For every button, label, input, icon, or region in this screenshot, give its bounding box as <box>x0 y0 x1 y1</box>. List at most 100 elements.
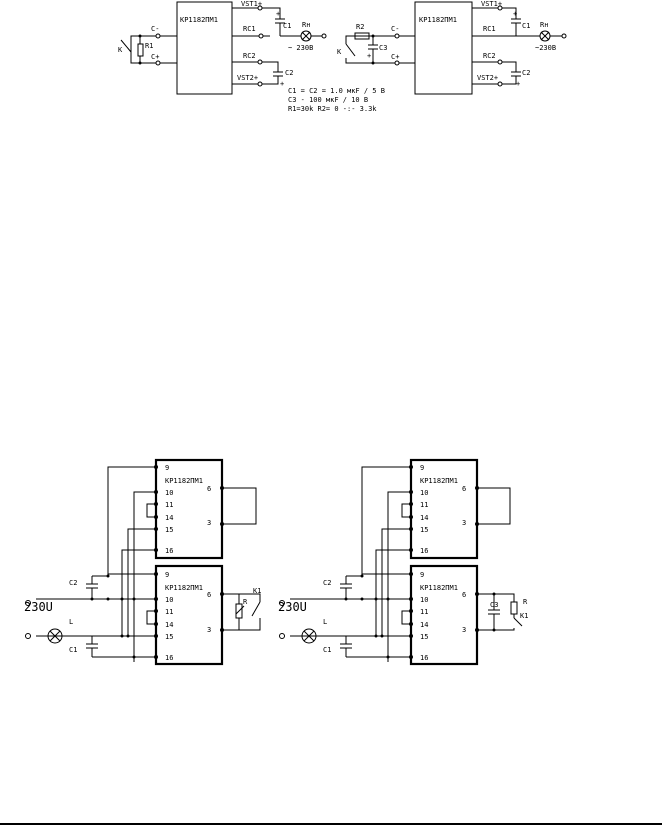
svg-text:6: 6 <box>462 485 466 493</box>
pin-c-plus <box>155 60 161 66</box>
label-c-plus: C+ <box>151 53 159 61</box>
svg-text:+: + <box>276 10 280 18</box>
switch-k1 <box>513 617 523 627</box>
svg-text:15: 15 <box>420 633 428 641</box>
svg-text:3: 3 <box>207 626 211 634</box>
resistor-r2 <box>354 32 370 40</box>
label-rc1: RC1 <box>243 25 256 33</box>
label-c1: C1 <box>283 22 291 30</box>
svg-text:+: + <box>516 80 520 88</box>
svg-text:11: 11 <box>165 608 173 616</box>
top-right-circuit: КР1182ПМ1 C- C+ K R2 C3 + VST1+ RC1 RC2 … <box>337 0 567 95</box>
svg-text:9: 9 <box>420 464 424 472</box>
note-line-1: C1 = C2 = 1.0 мкF / 5 В <box>288 87 385 95</box>
label-vst2: VST2+ <box>477 74 498 82</box>
svg-text:14: 14 <box>165 621 173 629</box>
pin-c-minus <box>155 33 161 39</box>
label-vst1: VST1+ <box>481 0 502 8</box>
svg-text:6: 6 <box>207 485 211 493</box>
label-c1: C1 <box>323 646 331 654</box>
label-c-plus: C+ <box>391 53 399 61</box>
top-left-circuit: КР1182ПМ1 C- C+ K R1 VST1+ RC1 RC2 VST2+ <box>118 0 327 95</box>
label-k1: K1 <box>253 587 261 595</box>
label-c3: C3 <box>379 44 387 52</box>
bottom-left-circuit: КР1182ПМ1 9 10 11 14 15 16 6 3 КР1182ПМ1… <box>24 458 261 666</box>
svg-text:16: 16 <box>165 654 173 662</box>
svg-text:16: 16 <box>165 547 173 555</box>
svg-text:9: 9 <box>165 464 169 472</box>
svg-text:16: 16 <box>420 654 428 662</box>
label-lamp: L <box>323 618 327 626</box>
ic-body-upper <box>154 458 224 560</box>
svg-text:10: 10 <box>420 596 428 604</box>
svg-text:6: 6 <box>207 591 211 599</box>
label-c2: C2 <box>69 579 77 587</box>
svg-text:3: 3 <box>462 626 466 634</box>
note-line-2: C3 - 100 мкF / 10 В <box>288 96 368 104</box>
svg-text:3: 3 <box>207 519 211 527</box>
switch-k <box>120 39 132 53</box>
label-c-minus: C- <box>151 25 159 33</box>
label-lamp: L <box>69 618 73 626</box>
label-rc2: RC2 <box>483 52 496 60</box>
svg-text:6: 6 <box>462 591 466 599</box>
label-vst1: VST1+ <box>241 0 262 8</box>
svg-text:10: 10 <box>165 489 173 497</box>
switch-k <box>345 43 356 57</box>
svg-text:16: 16 <box>420 547 428 555</box>
switch-k1 <box>251 601 261 617</box>
lamp-icon <box>301 628 317 644</box>
svg-text:+: + <box>513 10 517 18</box>
label-rn: Rн <box>540 21 548 29</box>
svg-text:15: 15 <box>165 633 173 641</box>
svg-text:14: 14 <box>165 514 173 522</box>
svg-text:14: 14 <box>420 621 428 629</box>
label-mains: ~230В <box>535 44 556 52</box>
ic-body-lower <box>409 564 479 666</box>
svg-text:10: 10 <box>165 596 173 604</box>
ic-label: КР1182ПМ1 <box>180 16 218 24</box>
resistor-r <box>510 601 518 615</box>
svg-text:11: 11 <box>420 501 428 509</box>
bottom-right-circuit: КР1182ПМ1 9 10 11 14 15 16 6 3 КР1182ПМ1… <box>278 458 528 666</box>
svg-text:10: 10 <box>420 489 428 497</box>
mains-terminal <box>25 600 31 606</box>
svg-text:11: 11 <box>165 501 173 509</box>
label-r: R <box>243 598 248 606</box>
resistor-r1 <box>137 43 144 57</box>
label-rn: Rн <box>302 21 310 29</box>
ic-body <box>176 1 233 95</box>
svg-text:+: + <box>367 52 371 60</box>
label-c2: C2 <box>522 69 530 77</box>
ic-body-upper <box>409 458 479 560</box>
ic-label: КР1182ПМ1 <box>419 16 457 24</box>
svg-text:15: 15 <box>165 526 173 534</box>
label-c3: C3 <box>490 601 498 609</box>
label-mains: 230U <box>24 600 53 614</box>
label-k1: K1 <box>520 612 528 620</box>
label-c1: C1 <box>69 646 77 654</box>
label-mains: 230U <box>278 600 307 614</box>
label-r2: R2 <box>356 23 364 31</box>
svg-text:+: + <box>280 80 284 88</box>
svg-text:14: 14 <box>420 514 428 522</box>
ic-label-lower: КР1182ПМ1 <box>165 584 203 592</box>
mains-terminal <box>279 600 285 606</box>
label-r1: R1 <box>145 42 153 50</box>
label-c2: C2 <box>285 69 293 77</box>
label-c1: C1 <box>522 22 530 30</box>
ic-body <box>414 1 473 95</box>
svg-text:3: 3 <box>462 519 466 527</box>
label-k: K <box>337 48 342 56</box>
label-rc1: RC1 <box>483 25 496 33</box>
svg-text:11: 11 <box>420 608 428 616</box>
ic-label-upper: КР1182ПМ1 <box>165 477 203 485</box>
svg-text:9: 9 <box>420 571 424 579</box>
label-mains: ~ 230В <box>288 44 313 52</box>
note-line-3: R1=30k R2= 0 -:- 3.3k <box>288 105 377 113</box>
label-c-minus: C- <box>391 25 399 33</box>
svg-text:15: 15 <box>420 526 428 534</box>
label-r: R <box>523 598 528 606</box>
component-notes: C1 = C2 = 1.0 мкF / 5 В C3 - 100 мкF / 1… <box>288 87 385 113</box>
